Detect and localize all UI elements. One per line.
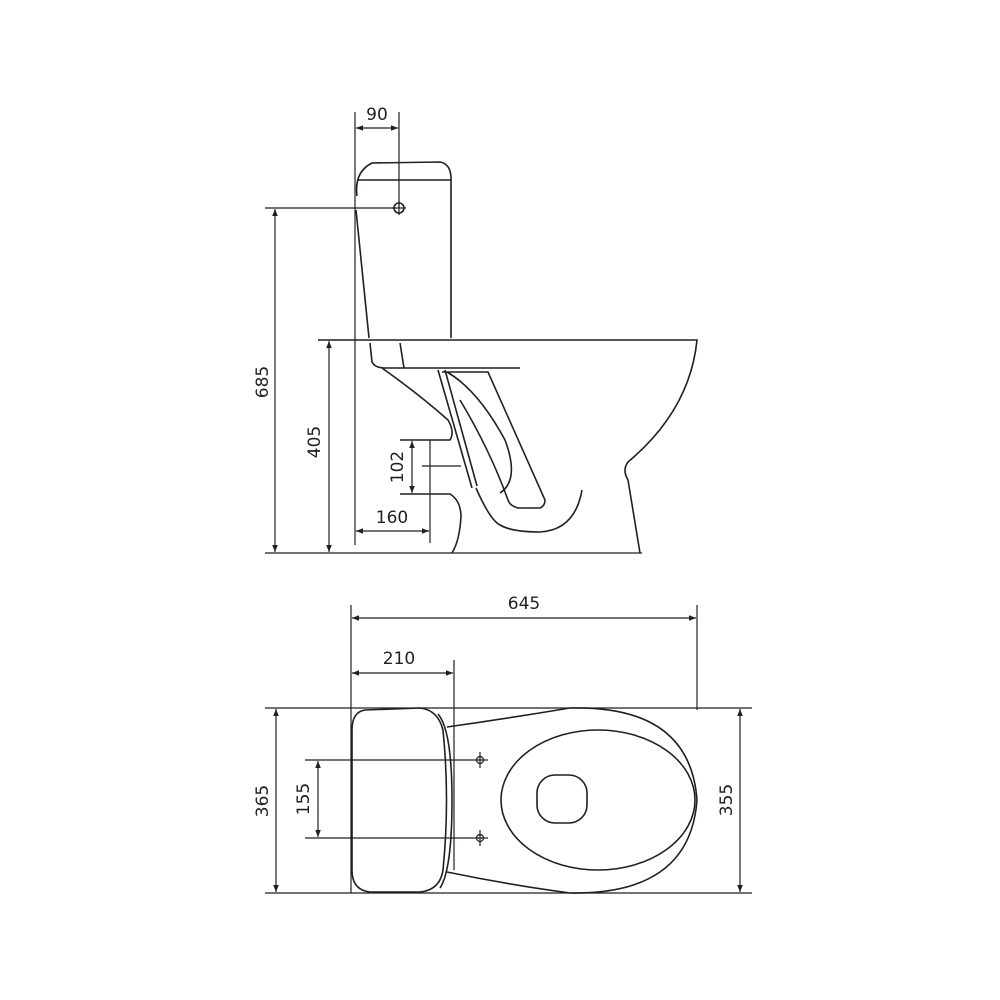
dimension-outlet-offset: 160: [356, 440, 431, 543]
dimension-label: 685: [253, 366, 273, 398]
dimension-outlet-height: 102: [388, 441, 461, 493]
bowl-rim: [500, 729, 696, 871]
bowl-side: [318, 339, 698, 554]
dimension-label: 90: [366, 105, 388, 125]
side-view: 90 685 405 102 160: [253, 105, 698, 554]
top-view: 645 210 365 155 355: [253, 594, 752, 894]
dimension-tank-depth: 210: [352, 649, 455, 870]
outlet-hole: [536, 774, 588, 824]
dimension-fixing-spacing: 155: [294, 759, 488, 839]
dimension-label: 355: [717, 784, 737, 816]
dimension-label: 405: [305, 426, 325, 458]
dimension-label: 210: [383, 649, 415, 669]
cistern-side: [355, 161, 452, 339]
dimension-seat-height: 405: [305, 341, 332, 552]
dimension-label: 365: [253, 785, 273, 817]
dimension-label: 160: [376, 508, 408, 528]
dimension-total-length: 645: [350, 594, 698, 893]
bowl-top: [446, 707, 698, 894]
dimension-total-height: 685: [253, 207, 396, 552]
dimension-label: 155: [294, 783, 314, 815]
dimension-label: 645: [508, 594, 540, 614]
dimension-bowl-width: 355: [717, 709, 743, 892]
dimension-inlet-offset: 90: [354, 105, 400, 545]
cistern-top: [351, 707, 453, 893]
dimension-tank-width: 365: [253, 707, 752, 894]
dimension-label: 102: [388, 451, 408, 483]
